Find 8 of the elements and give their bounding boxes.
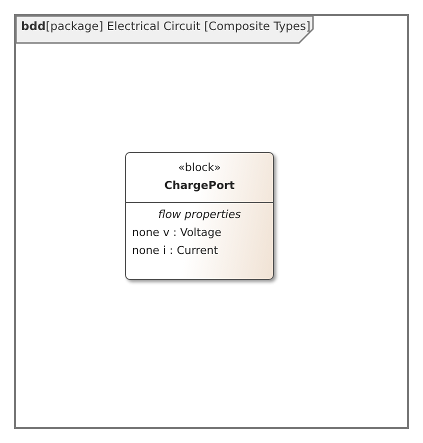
- stereotype: «block»: [178, 161, 221, 174]
- frame-heading: bdd[package] Electrical Circuit [Composite Types]: [21, 19, 310, 33]
- diagram-frame: [14, 14, 409, 429]
- block-name: ChargePort: [164, 179, 235, 192]
- flow-property: none v : Voltage: [132, 226, 222, 239]
- flow-property: none i : Current: [132, 244, 218, 257]
- block-box: [125, 152, 274, 280]
- compartment-heading: flow properties: [158, 208, 241, 221]
